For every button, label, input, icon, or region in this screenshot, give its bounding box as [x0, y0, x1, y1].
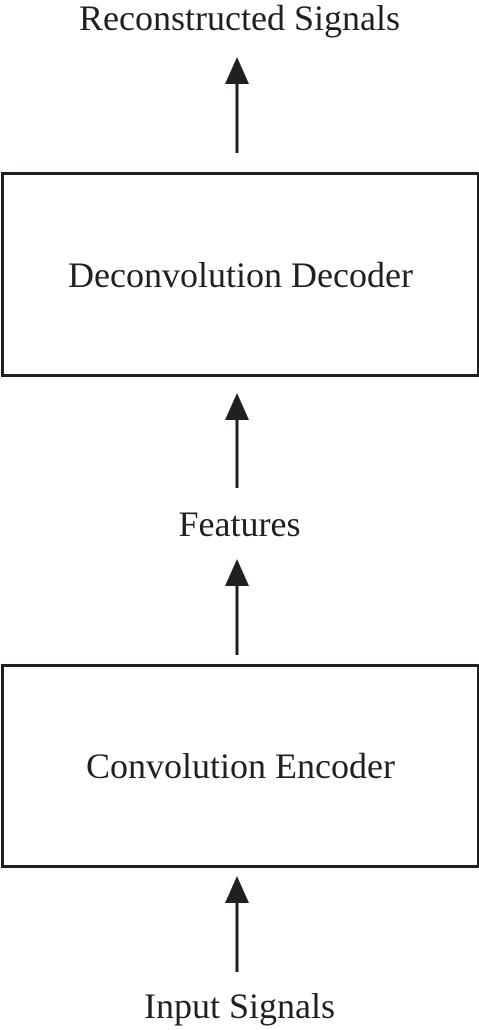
decoder-box: Deconvolution Decoder: [1, 172, 479, 377]
output-label: Reconstructed Signals: [79, 0, 400, 38]
decoder-label: Deconvolution Decoder: [68, 254, 413, 295]
arrow-input-to-encoder: [225, 876, 249, 972]
input-label: Input Signals: [143, 986, 335, 1026]
arrow-encoder-to-features: [225, 559, 249, 655]
encoder-label: Convolution Encoder: [86, 746, 395, 786]
features-label: Features: [178, 504, 301, 544]
arrow-features-to-decoder: [225, 393, 249, 488]
encoder-box: Convolution Encoder: [1, 664, 479, 868]
arrow-decoder-to-output: [225, 57, 249, 153]
